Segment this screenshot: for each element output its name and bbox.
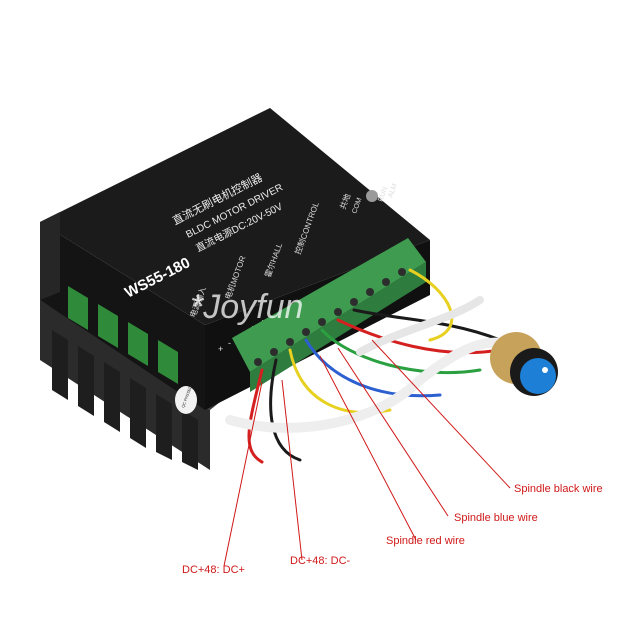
callout-dc-minus: DC+48: DC- [290,555,351,567]
label-alm: ALM [387,183,399,199]
terminal-block [232,238,426,392]
potentiometer [490,332,558,396]
callout-spindle-black: Spindle black wire [514,483,603,495]
callout-lines [223,339,511,567]
watermark: *Joyfun [190,288,303,326]
label-run: RUN [377,186,389,203]
callout-spindle-red: Spindle red wire [386,535,465,547]
callout-spindle-blue: Spindle blue wire [454,512,538,524]
label-plus: + [218,344,223,354]
qc-sticker: QC PASSED [175,385,197,414]
label-minus: - [228,338,231,348]
callout-dc-plus: DC+48: DC+ [182,564,245,576]
